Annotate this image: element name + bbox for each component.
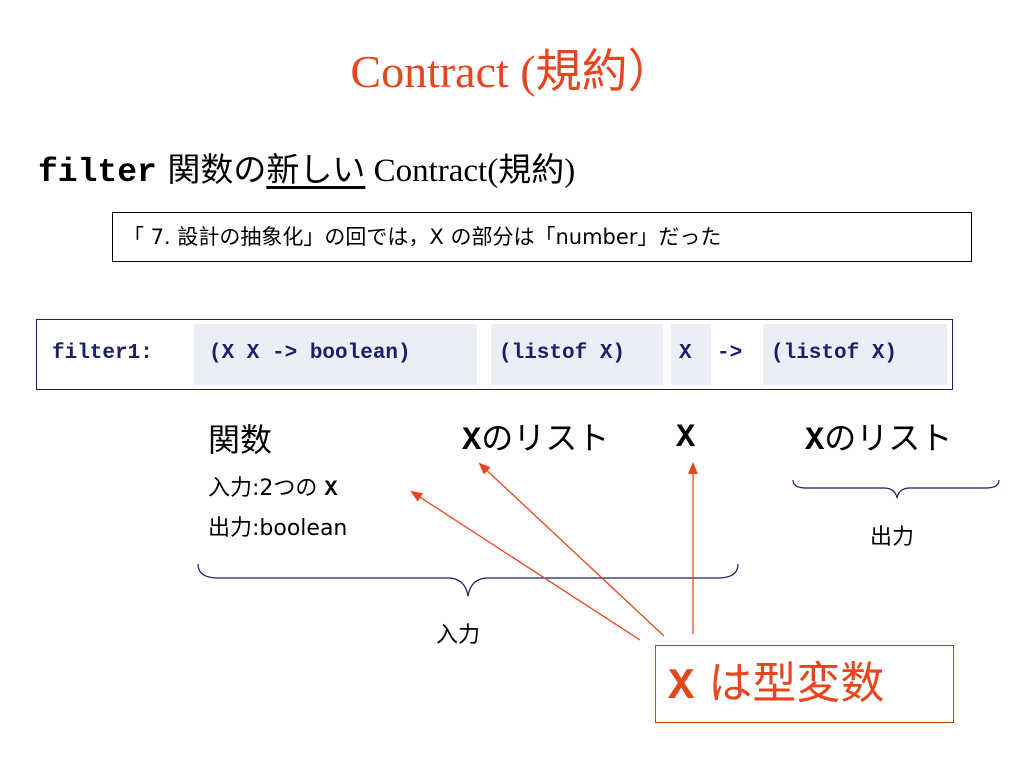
list-of-x-var: X	[462, 422, 482, 459]
note-box: 「 7. 設計の抽象化」の回では，X の部分は「number」だった	[112, 212, 972, 262]
contract-arg2: (listof X)	[499, 342, 626, 365]
list-of-x-label: Xのリスト	[462, 418, 609, 461]
callout-var: X	[668, 662, 695, 712]
chip-result	[763, 324, 947, 385]
output-brace-label: 出力	[870, 525, 915, 550]
contract-arg3: X	[679, 342, 692, 365]
subtitle-text-1: 関数の	[156, 150, 267, 189]
function-input-var: X	[324, 477, 338, 502]
chip-arg1	[194, 324, 477, 385]
function-output-label: 出力:boolean	[208, 516, 348, 541]
function-label: 関数	[208, 421, 273, 459]
note-text: 「 7. 設計の抽象化」の回では，X の部分は「number」だった	[123, 225, 722, 249]
list-of-x-text: のリスト	[481, 419, 610, 457]
type-variable-callout: X は型変数	[655, 645, 954, 723]
result-list-var: X	[805, 422, 825, 459]
arrow-to-list-x	[478, 462, 665, 637]
callout-text: は型変数	[694, 658, 885, 709]
contract-arg1: (X X -> boolean)	[209, 342, 411, 365]
x-label: X	[676, 419, 696, 456]
result-list-text: のリスト	[824, 419, 953, 457]
contract-name: filter1:	[52, 342, 153, 365]
input-brace-label: 入力	[436, 623, 481, 648]
function-input-label: 入力:2つの X	[208, 475, 338, 504]
input-brace	[197, 563, 739, 597]
contract-result: (listof X)	[771, 342, 898, 365]
function-input-text: 入力:2つの	[208, 476, 325, 501]
subtitle-underlined: 新しい	[266, 150, 366, 189]
chip-arg3	[671, 324, 711, 385]
arrow-to-function-x	[410, 490, 641, 641]
subtitle-keyword: filter	[38, 154, 157, 191]
subtitle-text-2: Contract(規約)	[365, 153, 576, 189]
contract-box: filter1: (X X -> boolean) (listof X) X -…	[36, 319, 953, 390]
output-brace	[792, 479, 1000, 499]
contract-arrow: ->	[717, 342, 743, 365]
result-list-label: Xのリスト	[805, 418, 952, 461]
subtitle: filter 関数の新しい Contract(規約)	[38, 148, 575, 195]
chip-arg2	[491, 324, 663, 385]
slide-title: Contract (規約）	[350, 46, 674, 97]
